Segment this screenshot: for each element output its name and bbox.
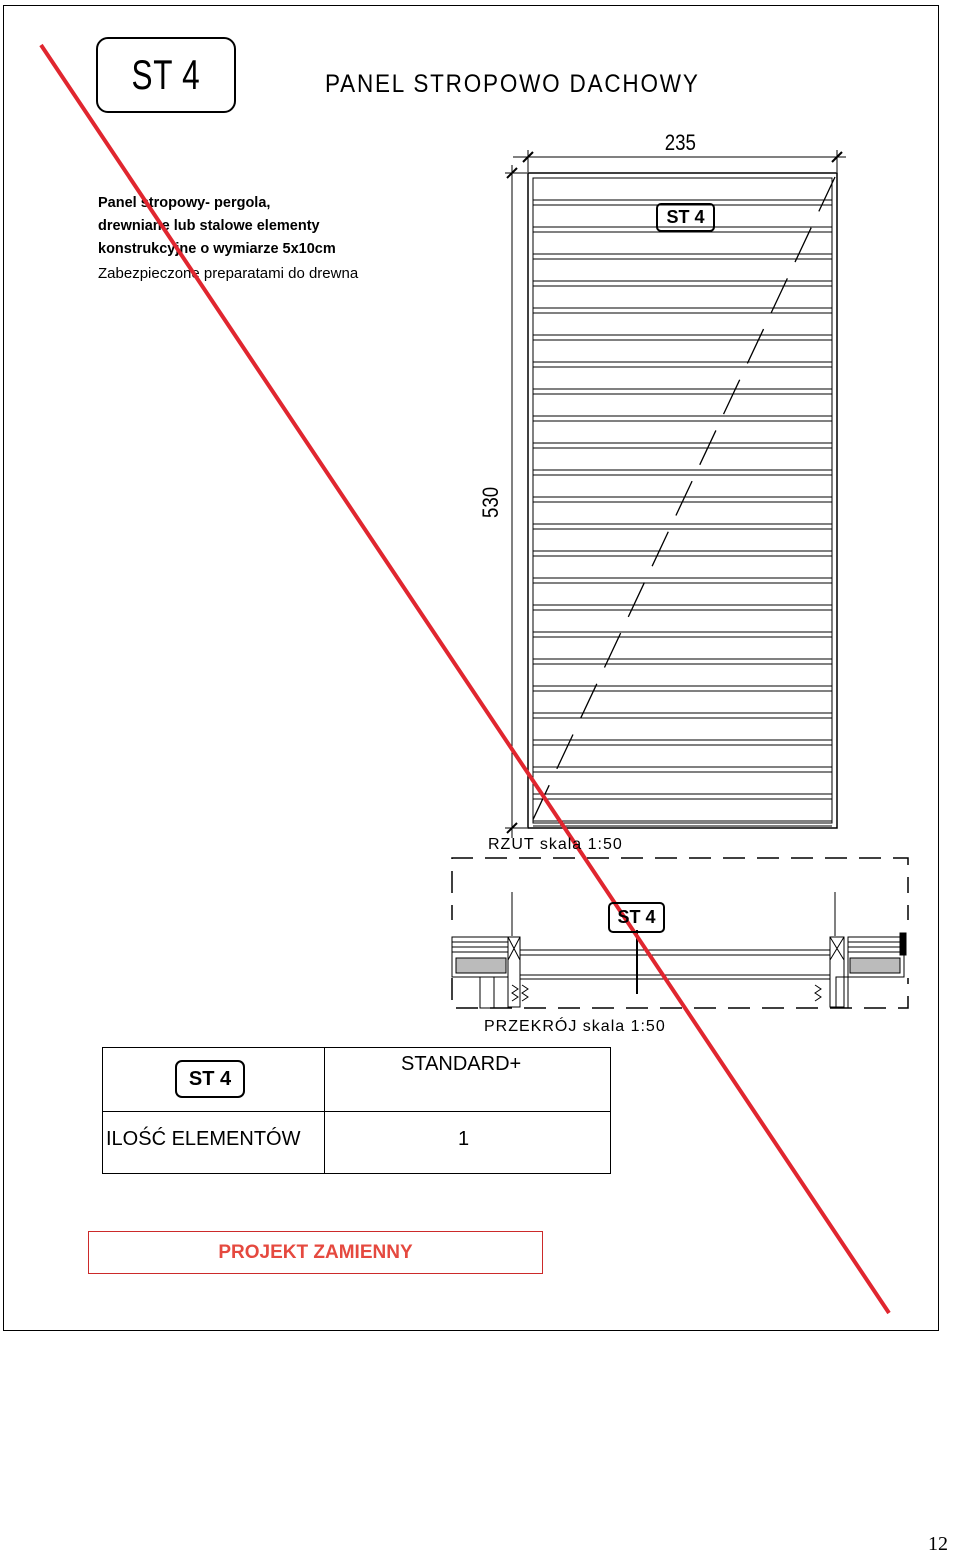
dimension-tick xyxy=(522,151,534,163)
table-divider xyxy=(324,1048,325,1173)
plan-dashed-diagonal xyxy=(529,176,836,827)
table-divider xyxy=(103,1111,610,1112)
section-caption: PRZEKRÓJ skala 1:50 xyxy=(484,1018,666,1035)
section-frame-bottom xyxy=(451,978,909,1009)
height-dimension-label: 530 xyxy=(478,486,503,518)
replacement-project-text: PROJEKT ZAMIENNY xyxy=(218,1241,413,1263)
drawing-sheet xyxy=(3,5,939,1331)
dimension-tick xyxy=(506,167,518,179)
table-count-label: ILOŚĆ ELEMENTÓW xyxy=(106,1128,301,1150)
plan-slats xyxy=(533,199,832,827)
description-block: Panel stropowy- pergola, drewniane lub s… xyxy=(98,192,358,285)
width-dimension-label: 235 xyxy=(664,130,696,155)
description-line: Zabezpieczone preparatami do drewna xyxy=(98,265,359,282)
plan-element-tag-text: ST 4 xyxy=(666,207,705,227)
table-variant: STANDARD+ xyxy=(401,1053,522,1075)
section-element-tag-text: ST 4 xyxy=(617,907,656,927)
page-number: 12 xyxy=(928,1533,948,1555)
element-code-box: ST 4 xyxy=(96,37,236,113)
drawing-title: PANEL STROPOWO DACHOWY xyxy=(325,70,700,98)
element-code: ST 4 xyxy=(131,51,201,98)
element-table: ST 4 STANDARD+ ILOŚĆ ELEMENTÓW 1 xyxy=(102,1047,611,1174)
section-left-wall xyxy=(451,936,529,1009)
plan-element-tag: ST 4 xyxy=(656,203,715,232)
plan-outline xyxy=(527,172,838,829)
description-line: drewniane lub stalowe elementy xyxy=(98,218,320,234)
description-line: Panel stropowy- pergola, xyxy=(98,195,271,211)
section-element-tag: ST 4 xyxy=(608,902,665,933)
description-line: konstrukcyjne o wymiarze 5x10cm xyxy=(98,241,336,257)
table-count-value: 1 xyxy=(458,1128,470,1150)
plan-inner-outline xyxy=(532,177,833,824)
section-frame-top xyxy=(451,857,909,893)
table-code-text: ST 4 xyxy=(188,1067,232,1090)
table-code-tag: ST 4 xyxy=(175,1060,245,1098)
replacement-project-stamp: PROJEKT ZAMIENNY xyxy=(88,1231,543,1274)
section-right-wall xyxy=(814,932,907,1009)
plan-caption: RZUT skala 1:50 xyxy=(488,836,623,853)
strike-through-line xyxy=(39,43,891,1315)
dimension-tick xyxy=(506,822,518,834)
dimension-tick xyxy=(831,151,843,163)
